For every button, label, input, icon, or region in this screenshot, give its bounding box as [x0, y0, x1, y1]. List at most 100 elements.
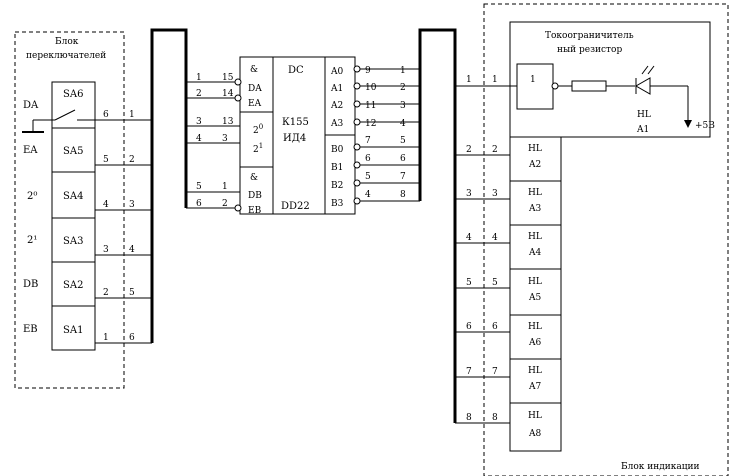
svg-text:DB: DB — [248, 191, 262, 201]
svg-text:5: 5 — [466, 278, 472, 288]
svg-text:13: 13 — [222, 117, 234, 127]
svg-text:2: 2 — [466, 145, 472, 155]
left-label-ea: EA — [23, 145, 38, 156]
bus-left — [150, 28, 188, 343]
switch-block-title-line2: переключателей — [26, 51, 106, 61]
svg-text:15: 15 — [222, 73, 234, 83]
svg-text:HL: HL — [528, 277, 542, 287]
svg-text:B2: B2 — [331, 181, 343, 191]
indicator-wires — [455, 154, 510, 424]
svg-text:7: 7 — [365, 136, 371, 146]
svg-text:8: 8 — [400, 190, 406, 200]
indicator-hl-a1 — [509, 21, 711, 138]
svg-text:2: 2 — [400, 83, 406, 93]
current-limiter-label-line1: Токоограничитель — [545, 31, 634, 41]
switch-sa6-label: SA6 — [63, 89, 83, 100]
switch-sa2-label: SA2 — [63, 280, 83, 291]
svg-text:2: 2 — [492, 145, 498, 155]
svg-text:A5: A5 — [528, 293, 541, 303]
svg-text:5: 5 — [400, 136, 406, 146]
indication-block-title: Блок индикации — [621, 462, 700, 472]
svg-text:6: 6 — [365, 154, 371, 164]
current-limiter-label-line2: ный резистор — [557, 45, 622, 55]
svg-text:B1: B1 — [331, 163, 343, 173]
svg-text:10: 10 — [365, 83, 377, 93]
svg-text:3: 3 — [222, 134, 228, 144]
svg-text:3: 3 — [129, 200, 135, 210]
resistor — [571, 80, 607, 92]
decoder-output-wires — [359, 68, 420, 202]
svg-text:B0: B0 — [331, 145, 344, 155]
svg-text:5: 5 — [196, 182, 202, 192]
svg-text:5: 5 — [492, 278, 498, 288]
svg-text:A8: A8 — [528, 429, 541, 439]
hl-a1-label-line2: A1 — [636, 125, 649, 135]
decoder-reference: DD22 — [281, 201, 310, 212]
svg-text:7: 7 — [466, 367, 472, 377]
svg-text:A2: A2 — [528, 160, 541, 170]
led-icon — [634, 65, 655, 95]
hl-a1-label-line1: HL — [637, 110, 651, 120]
svg-text:4: 4 — [400, 119, 406, 129]
svg-text:&: & — [250, 173, 258, 183]
svg-text:1: 1 — [196, 73, 202, 83]
switch-sa3-label: SA3 — [63, 236, 83, 247]
svg-text:12: 12 — [365, 119, 376, 129]
current-limiter-chip — [516, 63, 554, 110]
svg-text:3: 3 — [196, 117, 202, 127]
switch-sa1 — [51, 305, 96, 351]
decoder-output-labels: A0 A1 A2 A3 B0 B1 B2 B3 — [330, 67, 344, 209]
svg-text:14: 14 — [222, 89, 234, 99]
svg-text:4: 4 — [492, 233, 498, 243]
switch-sa1-label: SA1 — [63, 325, 83, 336]
svg-text:5: 5 — [103, 155, 109, 165]
svg-text:DA: DA — [248, 84, 262, 94]
svg-text:5: 5 — [365, 172, 371, 182]
svg-text:2: 2 — [129, 155, 135, 165]
power-label: +5В — [695, 121, 715, 131]
svg-text:3: 3 — [492, 189, 498, 199]
decoder-part-line1: К155 — [282, 117, 309, 128]
svg-text:6: 6 — [103, 110, 109, 120]
svg-text:20: 20 — [253, 123, 263, 136]
svg-text:A6: A6 — [528, 338, 541, 348]
svg-text:HL: HL — [528, 366, 542, 376]
svg-text:1: 1 — [103, 333, 109, 343]
svg-text:A1: A1 — [330, 84, 343, 94]
svg-text:1: 1 — [492, 75, 498, 85]
svg-text:HL: HL — [528, 232, 542, 242]
svg-text:9: 9 — [365, 66, 371, 76]
svg-text:HL: HL — [528, 144, 542, 154]
svg-text:&: & — [250, 65, 258, 75]
svg-text:6: 6 — [492, 322, 498, 332]
svg-text:EB: EB — [248, 206, 262, 216]
svg-text:6: 6 — [129, 333, 135, 343]
svg-text:2: 2 — [196, 89, 202, 99]
svg-text:HL: HL — [528, 411, 542, 421]
sa6-switch-blade — [54, 109, 76, 121]
svg-text:6: 6 — [196, 199, 202, 209]
decoder-header: DC — [288, 65, 304, 76]
left-label-da: DA — [23, 100, 39, 111]
svg-text:2: 2 — [103, 288, 109, 298]
svg-text:5: 5 — [129, 288, 135, 298]
decoder-input-wires — [186, 81, 240, 209]
svg-text:6: 6 — [466, 322, 472, 332]
svg-text:1: 1 — [530, 75, 536, 85]
svg-text:21: 21 — [253, 142, 263, 155]
svg-text:11: 11 — [365, 101, 376, 111]
left-label-db: DB — [23, 279, 38, 290]
svg-text:3: 3 — [400, 101, 406, 111]
indicator-blocks — [509, 136, 562, 452]
decoder-part-line2: ИД4 — [283, 133, 306, 144]
svg-text:4: 4 — [103, 200, 109, 210]
svg-text:3: 3 — [103, 245, 109, 255]
svg-text:HL: HL — [528, 188, 542, 198]
svg-text:3: 3 — [466, 189, 472, 199]
